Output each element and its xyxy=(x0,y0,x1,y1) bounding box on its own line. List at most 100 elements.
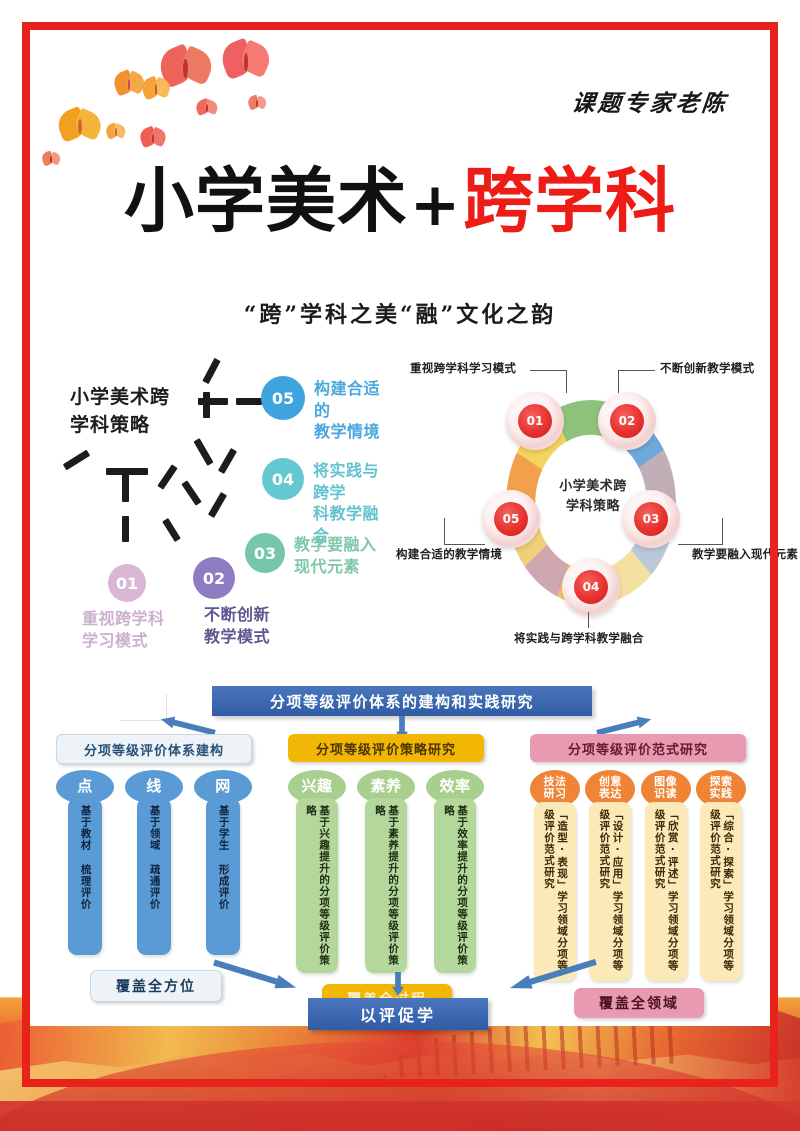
butterfly-icon xyxy=(110,69,148,97)
ring-leader-line xyxy=(678,518,723,545)
pill-cap-creative: 创意表达 xyxy=(585,770,636,808)
pill-text-literacy: 基于素养提升的分项等级评价策略 xyxy=(374,805,400,966)
connector-dash xyxy=(122,516,129,542)
decorative-corner-mark xyxy=(120,694,167,721)
strategy-node-01[interactable]: 01 xyxy=(108,564,146,602)
strategy-node-05[interactable]: 05 xyxy=(261,376,305,420)
strategy-node-04-number: 04 xyxy=(271,469,295,489)
butterfly-icon xyxy=(53,105,106,143)
ring-node-03[interactable]: 03 xyxy=(622,490,680,548)
arrow-left-to-outcome xyxy=(212,956,298,995)
framework-column-paradigm: 分项等级评价范式研究 技法研习 「造型·表现」学习领域分项等级评价范式研究 创意… xyxy=(530,734,746,1018)
butterfly-icon xyxy=(40,150,62,167)
strategy-node-04[interactable]: 04 xyxy=(262,458,304,500)
pill-body-creative: 「设计·应用」学习领域分项等级评价范式研究 xyxy=(589,802,632,981)
pill-cap-line: 线 xyxy=(125,770,183,804)
branch-title-line2: 学科策略 xyxy=(70,413,151,436)
pill-body-interest: 基于兴趣提升的分项等级评价策略 xyxy=(296,798,338,973)
ring-center-line1: 小学美术跨 xyxy=(559,478,627,493)
ring-node-05-number: 05 xyxy=(494,502,528,536)
connector-dash xyxy=(236,398,262,405)
strategy-label-01-line2: 学习模式 xyxy=(82,630,149,650)
ring-label-04: 将实践与跨学科教学融合 xyxy=(514,633,644,645)
pill-cap-creative-l1: 创意 xyxy=(598,776,622,789)
pill-cap-technique: 技法研习 xyxy=(530,770,580,808)
branch-diagram-title: 小学美术跨 学科策略 xyxy=(70,384,220,439)
ring-node-01[interactable]: 01 xyxy=(506,392,564,450)
ring-node-04[interactable]: 04 xyxy=(562,558,620,616)
pill-text-interest: 基于兴趣提升的分项等级评价策略 xyxy=(305,805,331,966)
pill-body-efficiency: 基于效率提升的分项等级评价策略 xyxy=(434,798,476,973)
pill-cap-explore-l1: 探索 xyxy=(709,776,733,789)
pill-cap-technique-l2: 研习 xyxy=(543,788,567,800)
column-header-system: 分项等级评价体系建构 xyxy=(56,734,252,764)
ring-node-01-number: 01 xyxy=(518,404,552,438)
framework-column-strategy: 分项等级评价策略研究 兴趣 基于兴趣提升的分项等级评价策略 素养 基于素养提升的… xyxy=(288,734,484,1014)
connector-dash xyxy=(157,464,178,490)
pill-literacy[interactable]: 素养 基于素养提升的分项等级评价策略 xyxy=(357,770,415,973)
strategy-node-02[interactable]: 02 xyxy=(193,557,235,599)
ring-leader-line xyxy=(530,370,567,393)
pill-cap-creative-l2: 表达 xyxy=(598,788,622,800)
strategy-node-03[interactable]: 03 xyxy=(245,533,285,573)
strategy-label-03: 教学要融入 现代元素 xyxy=(294,534,377,577)
pill-technique[interactable]: 技法研习 「造型·表现」学习领域分项等级评价范式研究 xyxy=(530,770,580,981)
ring-node-04-number: 04 xyxy=(574,570,608,604)
ring-node-03-number: 03 xyxy=(634,502,668,536)
pill-body-line: 基于领域 疏通评价 xyxy=(137,798,171,955)
butterfly-icon xyxy=(103,122,129,141)
butterfly-icon xyxy=(193,97,220,117)
connector-dash xyxy=(193,438,214,466)
framework-outcome-banner: 以评促学 xyxy=(308,998,488,1030)
pill-text-explore: 「综合·探索」学习领域分项等级评价范式研究 xyxy=(708,809,735,972)
top-diagrams: 小学美术跨 学科策略 05 构建合适的 教学情境 xyxy=(30,352,798,682)
ring-center-label: 小学美术跨 学科策略 xyxy=(528,476,658,516)
strategy-label-01: 重视跨学科 学习模式 xyxy=(82,608,165,651)
connector-dash xyxy=(62,449,91,471)
pill-line[interactable]: 线 基于领域 疏通评价 xyxy=(125,770,183,955)
column-footer-system: 覆盖全方位 xyxy=(90,970,222,1002)
pill-net[interactable]: 网 基于学生 形成评价 xyxy=(194,770,252,955)
strategy-label-03-line1: 教学要融入 xyxy=(294,535,377,554)
pill-image[interactable]: 图像识读 「欣赏·评述」学习领域分项等级评价范式研究 xyxy=(640,770,691,981)
pill-body-literacy: 基于素养提升的分项等级评价策略 xyxy=(365,798,407,973)
ring-center-line2: 学科策略 xyxy=(565,498,620,514)
framework-title-banner: 分项等级评价体系的建构和实践研究 xyxy=(212,686,592,716)
pill-creative[interactable]: 创意表达 「设计·应用」学习领域分项等级评价范式研究 xyxy=(585,770,636,981)
strategy-node-05-number: 05 xyxy=(271,388,295,408)
connector-dash xyxy=(203,392,210,418)
strategy-node-03-number: 03 xyxy=(253,543,277,563)
evaluation-framework-diagram: 分项等级评价体系的建构和实践研究 分项等级评价体系建构 点 基于教材 梳理评价 … xyxy=(40,686,760,1041)
butterfly-icon xyxy=(246,94,268,111)
pill-explore[interactable]: 探索实践 「综合·探索」学习领域分项等级评价范式研究 xyxy=(695,770,746,981)
ring-leader-line xyxy=(444,518,485,545)
pill-body-image: 「欣赏·评述」学习领域分项等级评价范式研究 xyxy=(644,802,687,981)
pill-body-technique: 「造型·表现」学习领域分项等级评价范式研究 xyxy=(534,802,576,981)
butterfly-icon xyxy=(138,75,173,101)
pill-body-explore: 「综合·探索」学习领域分项等级评价范式研究 xyxy=(699,802,742,981)
column-header-strategy: 分项等级评价策略研究 xyxy=(288,734,484,762)
pill-dot[interactable]: 点 基于教材 梳理评价 xyxy=(56,770,114,955)
connector-dash xyxy=(207,491,228,519)
butterfly-icon xyxy=(154,43,218,89)
strategy-label-04-line1: 将实践与跨学 xyxy=(313,461,380,502)
page-subtitle: “跨”学科之美“融”文化之韵 xyxy=(243,302,557,328)
pill-efficiency[interactable]: 效率 基于效率提升的分项等级评价策略 xyxy=(426,770,484,973)
ring-node-05[interactable]: 05 xyxy=(482,490,540,548)
framework-column-system: 分项等级评价体系建构 点 基于教材 梳理评价 线 基于领域 疏通评价 网 xyxy=(56,734,252,1002)
ring-leader-line xyxy=(618,370,655,393)
strategy-ring-diagram: 小学美术跨 学科策略 01 02 03 04 05 xyxy=(396,358,798,658)
column-header-paradigm: 分项等级评价范式研究 xyxy=(530,734,746,762)
ring-node-02[interactable]: 02 xyxy=(598,392,656,450)
strategy-label-02: 不断创新 教学模式 xyxy=(204,604,270,647)
connector-dash xyxy=(162,517,181,543)
ring-label-05: 构建合适的教学情境 xyxy=(396,549,503,561)
pill-interest[interactable]: 兴趣 基于兴趣提升的分项等级评价策略 xyxy=(288,770,346,973)
connector-dash xyxy=(181,480,202,506)
connector-dash xyxy=(202,357,221,385)
pill-cap-image: 图像识读 xyxy=(640,770,691,808)
pill-text-line: 基于领域 疏通评价 xyxy=(148,805,161,910)
pill-text-creative: 「设计·应用」学习领域分项等级评价范式研究 xyxy=(598,809,624,972)
column-pills-paradigm: 技法研习 「造型·表现」学习领域分项等级评价范式研究 创意表达 「设计·应用」学… xyxy=(530,770,746,981)
column-footer-paradigm: 覆盖全领域 xyxy=(574,988,704,1018)
